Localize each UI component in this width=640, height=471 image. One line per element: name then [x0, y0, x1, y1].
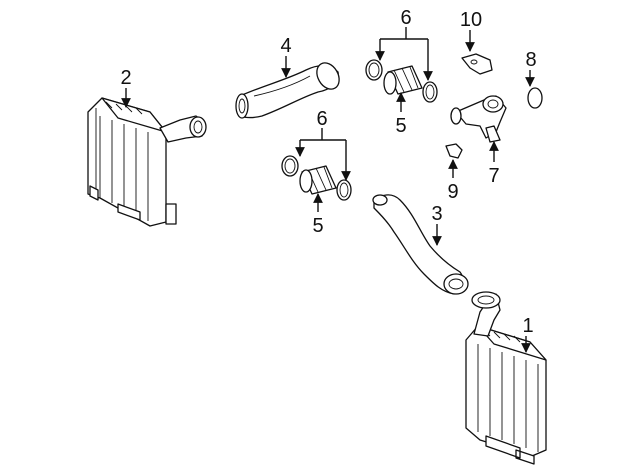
callout-10: 10	[460, 9, 482, 31]
bracket-part	[461, 53, 493, 75]
callout-3: 3	[431, 203, 442, 225]
intercooler-left-part	[87, 97, 207, 227]
callout-5-upper: 5	[395, 115, 406, 137]
connector-pipe-part	[450, 95, 507, 143]
callout-4: 4	[280, 35, 291, 57]
leader-lines	[121, 27, 535, 353]
hose-upper-part	[235, 62, 340, 119]
callout-6-lower: 6	[316, 108, 327, 130]
boot-clamp-upper-part	[365, 59, 438, 103]
hose-lower-part	[372, 194, 469, 295]
callout-9: 9	[447, 181, 458, 203]
callout-7: 7	[488, 165, 499, 187]
callout-labels: 1 2 3 4 5 5 6 6 7 8 9 10	[120, 7, 536, 337]
clip-part	[445, 143, 463, 159]
boot-clamp-lower-part	[281, 155, 352, 201]
callout-8: 8	[525, 49, 536, 71]
callout-1: 1	[522, 315, 533, 337]
o-ring-part	[527, 87, 543, 109]
callout-2: 2	[120, 67, 131, 89]
callout-5-lower: 5	[312, 215, 323, 237]
callout-6-upper: 6	[400, 7, 411, 29]
intercooler-right-part	[465, 291, 547, 465]
